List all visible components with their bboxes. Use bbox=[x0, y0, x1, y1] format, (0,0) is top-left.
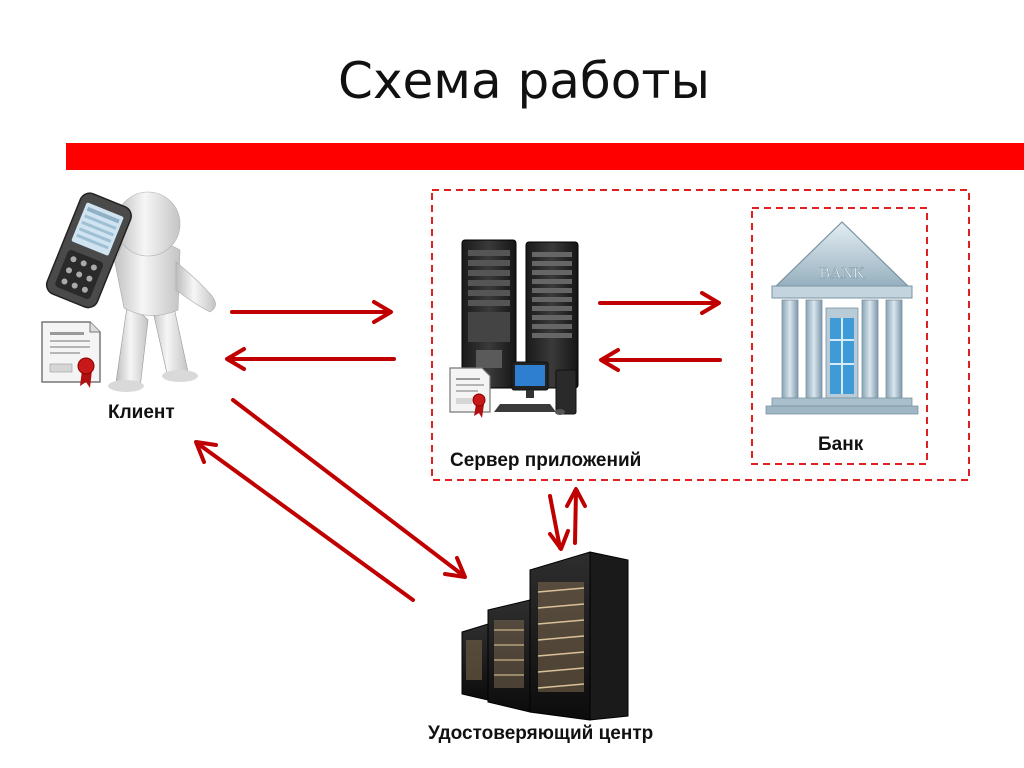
slide-title: Схема работы bbox=[338, 52, 710, 110]
arrow-server-to-client bbox=[225, 347, 396, 371]
title-divider-bar bbox=[66, 143, 1024, 170]
arrow-bank-to-server bbox=[599, 348, 722, 372]
arrow-server-to-bank bbox=[598, 291, 721, 315]
arrow-server-to-cert-center bbox=[548, 494, 570, 551]
server-rack-icon bbox=[461, 239, 579, 389]
cert-center-label: Удостоверяющий центр bbox=[428, 723, 654, 744]
certificate-icon bbox=[41, 321, 101, 388]
client-label: Клиент bbox=[108, 402, 175, 423]
server-group-dashed-box bbox=[431, 189, 970, 481]
arrow-client-to-cert-center bbox=[231, 398, 467, 579]
server-certificate-icon bbox=[449, 367, 491, 418]
desktop-computer-icon bbox=[494, 361, 577, 415]
arrow-cert-center-to-server bbox=[565, 487, 587, 545]
arrow-client-to-server bbox=[230, 300, 393, 324]
bank-building-icon bbox=[765, 221, 919, 415]
bank-label: Банк bbox=[818, 434, 864, 455]
app-server-label: Сервер приложений bbox=[450, 450, 642, 471]
certification-center-servers-icon bbox=[461, 551, 629, 721]
mobile-phone-icon bbox=[45, 192, 132, 309]
bank-sign-text: BANK bbox=[819, 265, 865, 282]
bank-dashed-box bbox=[751, 207, 928, 465]
arrow-cert-center-to-client bbox=[194, 440, 415, 602]
